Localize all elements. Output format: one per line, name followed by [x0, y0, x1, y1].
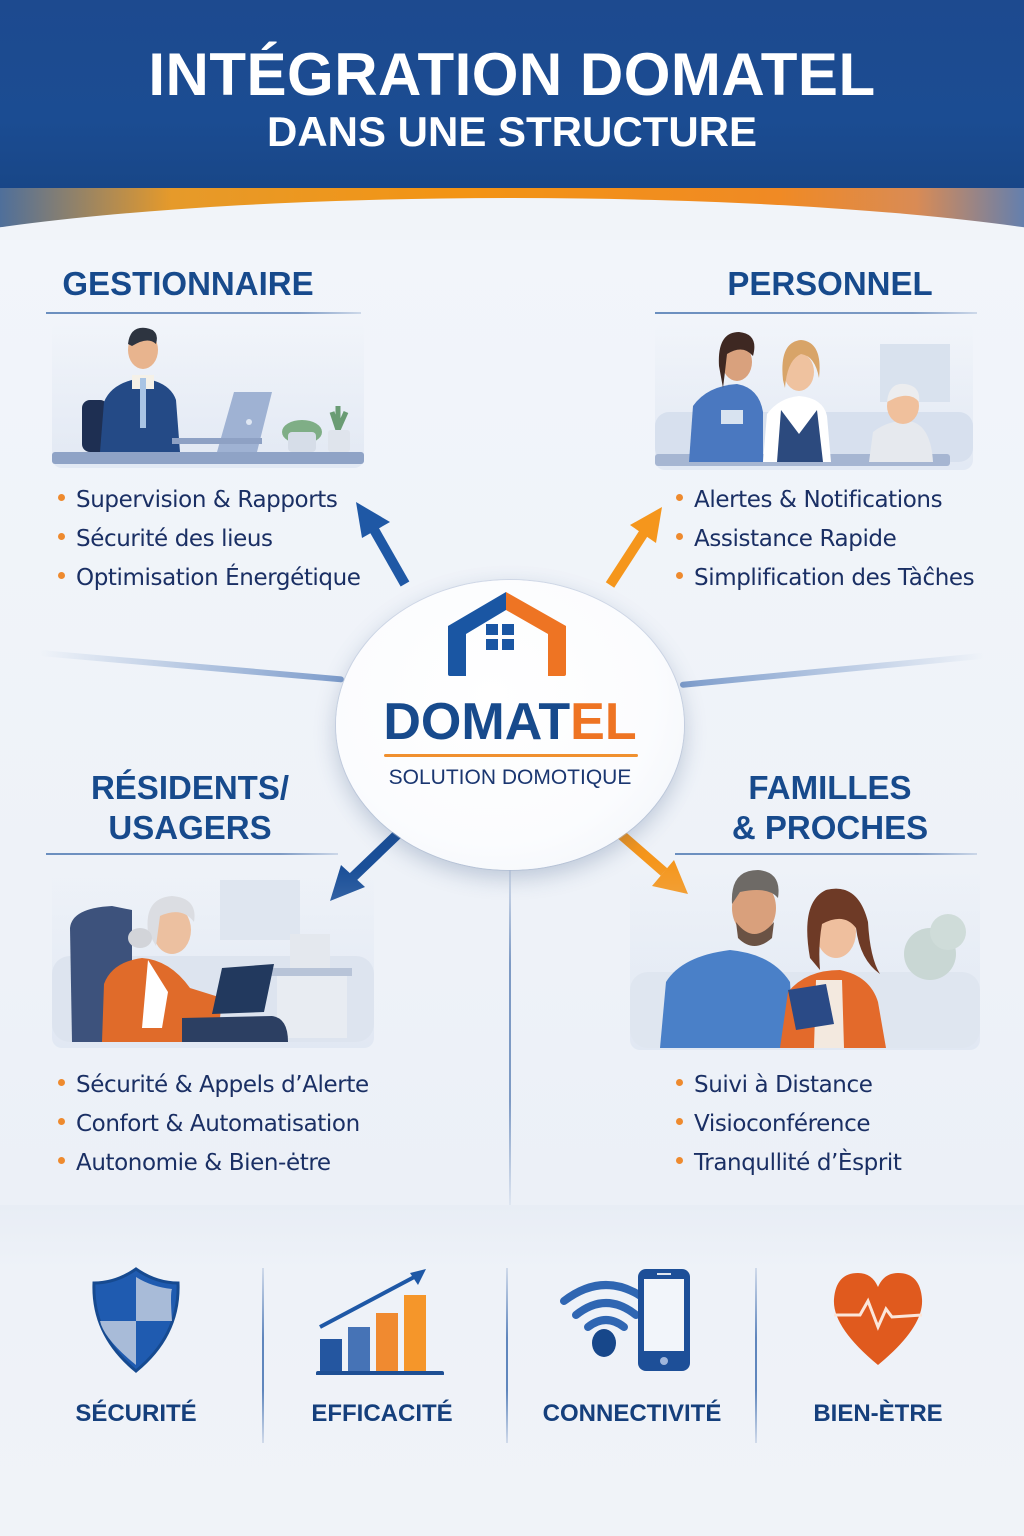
feature-label: CONNECTIVITÉ: [542, 1400, 722, 1427]
header-banner: INTÉGRATION DOMATEL DANS UNE STRUCTURE: [0, 0, 1024, 240]
section-rule-familles: [675, 853, 977, 855]
couple-with-phone-illustration: [630, 862, 980, 1050]
manager-at-laptop-illustration: [52, 320, 364, 468]
feature-divider: [262, 1268, 264, 1443]
feature-label: BIEN-ÈTRE: [813, 1400, 943, 1427]
bullet-dot-icon: [676, 1157, 683, 1164]
feature-divider: [755, 1268, 757, 1443]
feature-label: SÉCURITÉ: [75, 1400, 197, 1427]
bullet-dot-icon: [676, 533, 683, 540]
list-item: Visioconférence: [676, 1105, 902, 1144]
staff-with-resident-illustration: [655, 322, 973, 470]
feature-efficacite: EFFICACITÉ: [262, 1255, 502, 1455]
bullet-dot-icon: [676, 1079, 683, 1086]
section-title-residents: RÉSIDENTS/ USAGERS: [90, 769, 290, 846]
feature-securite: SÉCURITÉ: [16, 1255, 256, 1455]
domatel-logo-badge: DOMATEL SOLUTION DOMOTIQUE: [336, 580, 684, 870]
list-item: Autonomie & Bien-ėtre: [58, 1144, 369, 1183]
brand-name: DOMATEL: [383, 693, 637, 751]
list-item: Simplification des Tàĉhes: [676, 559, 975, 598]
bullet-dot-icon: [676, 494, 683, 501]
brand-underline: [384, 754, 638, 757]
section-title-gestionnaire: GESTIONNAIRE: [62, 265, 314, 302]
gestionnaire-benefits-list: Supervision & Rapports Sécurité des lieu…: [58, 481, 361, 598]
growth-chart-icon: [316, 1269, 444, 1375]
page-subtitle: DANS UNE STRUCTURE: [266, 108, 757, 155]
bullet-dot-icon: [58, 572, 65, 579]
personnel-benefits-list: Alertes & Notifications Assistance Rapid…: [676, 481, 975, 598]
connector-line-right: [679, 652, 984, 688]
bullet-dot-icon: [58, 494, 65, 501]
list-item: Supervision & Rapports: [58, 481, 361, 520]
list-item: Suivi à Distance: [676, 1066, 902, 1105]
section-rule-gestionnaire: [46, 312, 361, 314]
section-rule-personnel: [655, 312, 977, 314]
arrow-to-gestionnaire-icon: [356, 502, 410, 587]
features-band: [0, 1205, 1024, 1536]
connector-line-bottom: [509, 860, 511, 1205]
feature-bien-etre: BIEN-ÈTRE: [758, 1255, 998, 1455]
bullet-dot-icon: [58, 533, 65, 540]
brand-tagline: SOLUTION DOMOTIQUE: [388, 766, 632, 789]
bullet-dot-icon: [676, 1118, 683, 1125]
house-icon: [448, 592, 566, 676]
bullet-dot-icon: [58, 1118, 65, 1125]
feature-divider: [506, 1268, 508, 1443]
list-item: Alertes & Notifications: [676, 481, 974, 520]
wifi-phone-icon: [560, 1269, 690, 1371]
section-rule-residents: [46, 853, 338, 855]
list-item: Optimisation Énergétique: [58, 559, 361, 598]
list-item: Assistance Rapide: [676, 520, 974, 559]
bullet-dot-icon: [676, 572, 683, 579]
list-item: Confort & Automatisation: [58, 1105, 369, 1144]
bullet-dot-icon: [58, 1079, 65, 1086]
list-item: Sécurité & Appels d’Alerte: [58, 1066, 369, 1105]
residents-benefits-list: Sécurité & Appels d’Alerte Confort & Aut…: [58, 1066, 369, 1183]
page-title: INTÉGRATION DOMATEL: [148, 41, 876, 108]
section-title-personnel: PERSONNEL: [727, 265, 933, 302]
feature-label: EFFICACITÉ: [311, 1400, 453, 1427]
senior-with-tablet-illustration: [52, 868, 374, 1048]
section-title-familles: FAMILLES & PROCHES: [731, 769, 929, 846]
bullet-dot-icon: [58, 1157, 65, 1164]
connector-line-left: [39, 650, 345, 683]
shield-icon: [92, 1267, 180, 1373]
familles-benefits-list: Suivi à Distance Visioconférence Tranqul…: [676, 1066, 902, 1183]
arrow-to-personnel-icon: [605, 507, 662, 588]
list-item: Sécurité des lieus: [58, 520, 361, 559]
heart-pulse-icon: [833, 1273, 923, 1365]
feature-connectivite: CONNECTIVITÉ: [512, 1255, 752, 1455]
list-item: Tranqullité d’Èsprit: [676, 1144, 902, 1183]
